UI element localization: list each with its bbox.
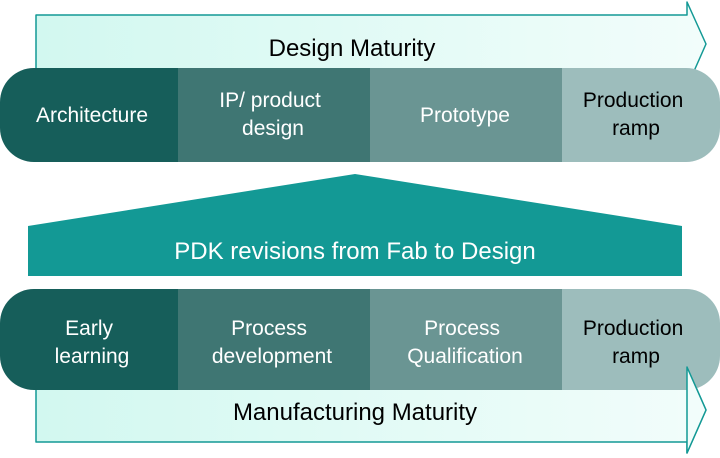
manufacturing-arrow-tip [686, 366, 707, 454]
design-stage-label-production-ramp: Production ramp [583, 89, 689, 140]
mfg-stage-process-qualification [370, 289, 562, 390]
mfg-stage-label-process-development: Process development [212, 317, 332, 368]
design-stage-prototype [370, 68, 562, 162]
design-stage-production-ramp [562, 68, 720, 162]
manufacturing-maturity-label: Manufacturing Maturity [233, 399, 477, 426]
design-stage-label-ip-product-design: IP/ product design [219, 89, 326, 140]
mfg-stage-label-production-ramp: Production ramp [583, 317, 689, 368]
mfg-stage-label-early-learning: Early learning [55, 317, 130, 368]
design-stage-label-prototype: Prototype [420, 104, 510, 127]
mfg-stage-early-learning [0, 289, 178, 390]
design-stage-architecture [0, 68, 178, 162]
pdk-revisions-arrow [28, 174, 682, 276]
mfg-stage-production-ramp [562, 289, 720, 390]
pdk-revisions-label: PDK revisions from Fab to Design [174, 238, 535, 265]
manufacturing-stages-bar [0, 289, 720, 390]
design-stage-ip-product-design [178, 68, 370, 162]
mfg-stage-label-process-qualification: Process Qualification [407, 317, 523, 368]
mfg-stage-process-development [178, 289, 370, 390]
design-stage-label-architecture: Architecture [36, 104, 148, 127]
design-stages-bar [0, 68, 720, 162]
design-maturity-label: Design Maturity [269, 35, 436, 62]
